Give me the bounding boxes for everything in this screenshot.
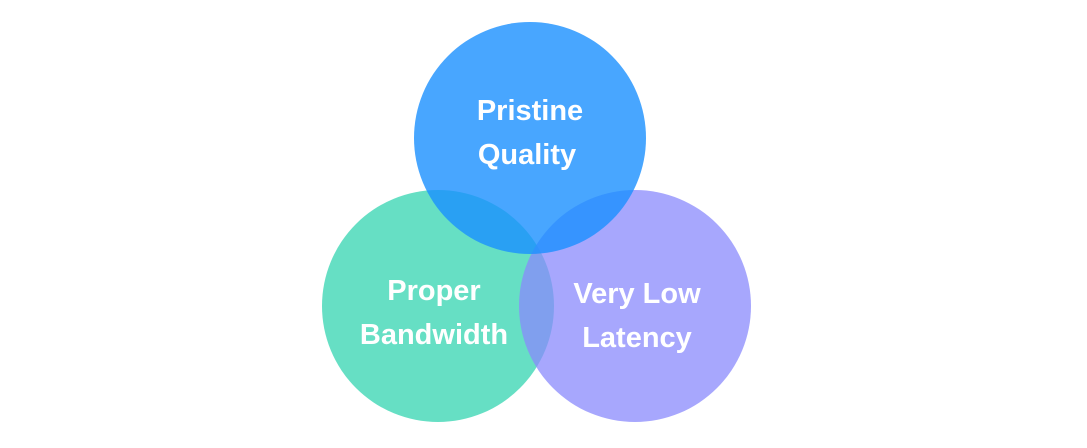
circle-very-low-latency <box>519 190 751 422</box>
label-proper-bandwidth-line2: Bandwidth <box>360 319 508 351</box>
label-proper-bandwidth-line1: Proper <box>387 275 480 307</box>
label-pristine-quality-line2: Quality <box>478 139 576 171</box>
label-very-low-latency-line2: Latency <box>582 322 692 354</box>
label-pristine-quality-line1: Pristine <box>477 95 583 127</box>
circle-pristine-quality <box>414 22 646 254</box>
label-very-low-latency-line1: Very Low <box>573 278 701 310</box>
